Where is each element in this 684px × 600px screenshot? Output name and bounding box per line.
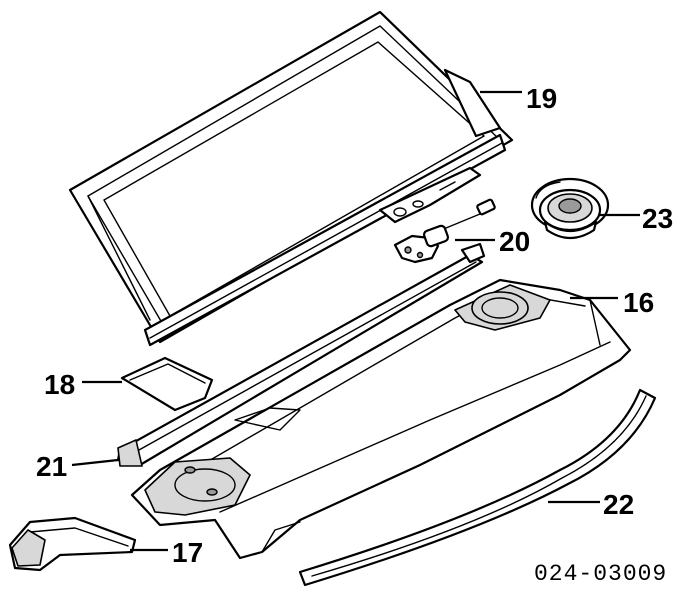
callout-19: 19 — [526, 83, 557, 114]
part-17-side-trim — [8, 516, 137, 572]
part-18-cover — [120, 356, 214, 412]
part-19-roller-blind-frame — [68, 10, 514, 347]
callout-22: 22 — [603, 489, 634, 520]
leader-21 — [71, 458, 119, 467]
diagram-code: 024-03009 — [534, 561, 667, 587]
callout-labels: 19 23 20 16 18 21 22 17 — [36, 83, 673, 568]
part-20-blind-motor — [393, 198, 496, 264]
part-22-seal-strip — [298, 388, 657, 587]
leader-lines — [71, 90, 640, 552]
part-16-rear-shelf — [130, 278, 632, 560]
callout-20: 20 — [499, 226, 530, 257]
callout-17: 17 — [172, 537, 203, 568]
callout-18: 18 — [44, 369, 75, 400]
callout-23: 23 — [642, 203, 673, 234]
callout-16: 16 — [623, 287, 654, 318]
part-23-loudspeaker — [530, 177, 610, 240]
callout-21: 21 — [36, 451, 67, 482]
part-21-guide-rail — [116, 242, 486, 467]
